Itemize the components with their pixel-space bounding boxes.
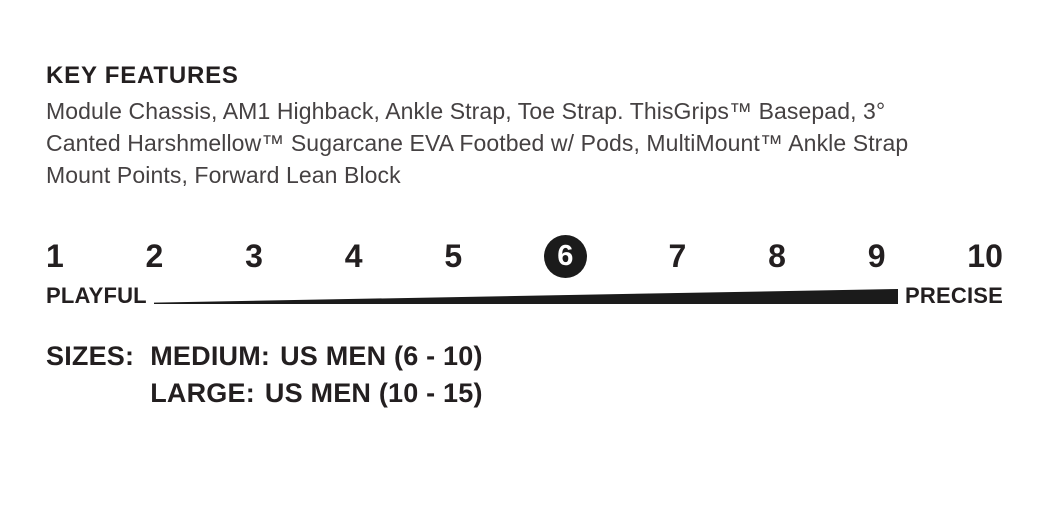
- key-features-description: Module Chassis, AM1 Highback, Ankle Stra…: [46, 98, 909, 188]
- sizes-section: SIZES: MEDIUM: US MEN (6 - 10) LARGE: US M…: [46, 338, 1003, 412]
- flex-scale-number-9: 9: [867, 238, 886, 274]
- sizes-options: MEDIUM: US MEN (6 - 10) LARGE: US MEN (10 …: [150, 338, 482, 412]
- flex-scale-number-2: 2: [145, 238, 164, 274]
- flex-scale-number-5: 5: [444, 238, 463, 274]
- flex-scale-number-10: 10: [967, 238, 1003, 274]
- flex-scale-number-8: 8: [768, 238, 786, 274]
- key-features-heading: KEY FEATURES: [46, 62, 239, 89]
- flex-scale-right-label: PRECISE: [905, 283, 1003, 308]
- flex-scale-numbers: 1 2 3 4 5 6 7 8 9 10: [46, 234, 1003, 278]
- size-option-medium: MEDIUM: US MEN (6 - 10): [150, 338, 482, 375]
- flex-scale-number-1: 1: [46, 238, 64, 274]
- key-features-section: KEY FEATURES Module Chassis, AM1 Highbac…: [46, 62, 1003, 191]
- size-option-name: LARGE:: [150, 378, 255, 408]
- size-option-range: US MEN (6 - 10): [280, 341, 483, 371]
- flex-scale-number-7: 7: [668, 238, 687, 274]
- flex-scale-selected-marker: 6: [543, 234, 587, 278]
- flex-scale-left-label: PLAYFUL: [46, 283, 147, 308]
- sizes-label: SIZES:: [46, 341, 135, 371]
- flex-scale-wedge-graphic: [153, 289, 899, 304]
- flex-scale-number-3: 3: [245, 238, 263, 274]
- size-option-range: US MEN (10 - 15): [264, 378, 483, 408]
- flex-scale-number-4: 4: [344, 238, 363, 274]
- flex-scale-axis: PLAYFUL PRECISE: [46, 284, 1003, 308]
- flex-scale: 1 2 3 4 5 6 7 8 9 10 PLAYFUL PRECISE: [46, 234, 1003, 308]
- size-option-name: MEDIUM:: [150, 341, 271, 371]
- size-option-large: LARGE: US MEN (10 - 15): [150, 375, 482, 412]
